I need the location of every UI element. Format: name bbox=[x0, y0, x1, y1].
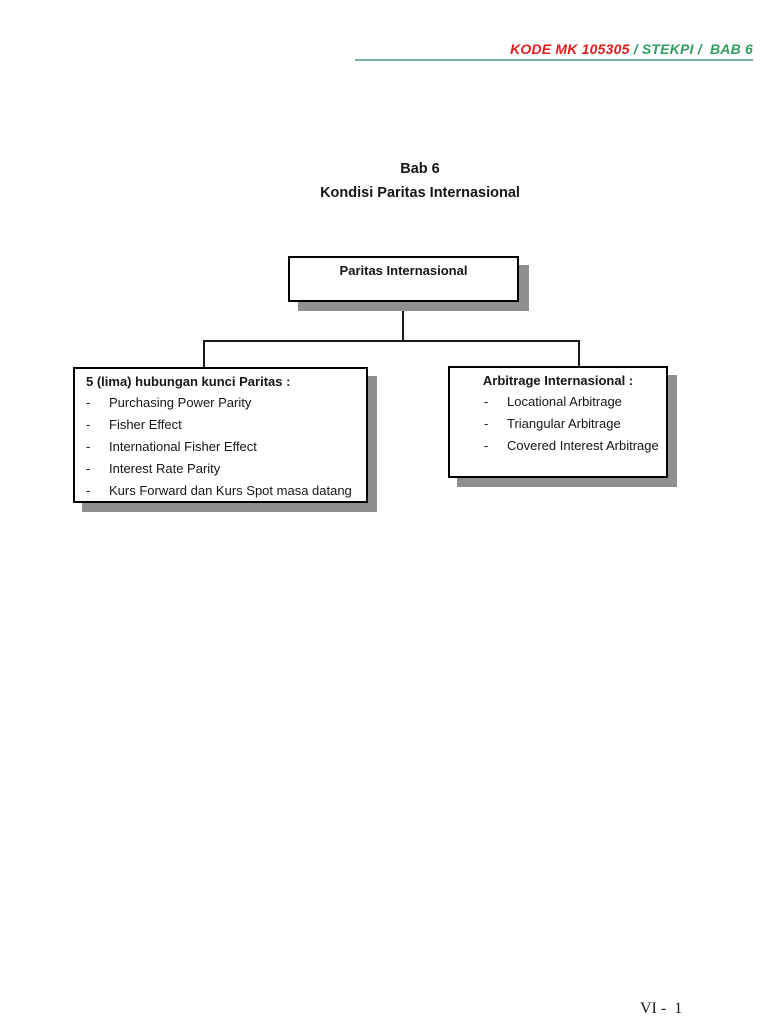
page-header: KODE MK 105305 / STEKPI / BAB 6 bbox=[510, 41, 753, 57]
connector-right-stem bbox=[578, 342, 580, 366]
header-underline bbox=[355, 59, 753, 61]
list-item: - Kurs Forward dan Kurs Spot masa datang bbox=[86, 480, 356, 502]
list-item: - Triangular Arbitrage bbox=[458, 413, 658, 435]
list-item: - International Fisher Effect bbox=[86, 436, 356, 458]
list-item: - Locational Arbitrage bbox=[458, 391, 658, 413]
right-box-title: Arbitrage Internasional : bbox=[482, 373, 634, 388]
connector-left-stem bbox=[203, 342, 205, 367]
list-item: - Fisher Effect bbox=[86, 414, 356, 436]
list-item: - Purchasing Power Parity bbox=[86, 392, 356, 414]
list-item-text: Purchasing Power Parity bbox=[109, 395, 252, 410]
root-box-label: Paritas Internasional bbox=[339, 263, 468, 278]
dash-bullet: - bbox=[86, 483, 91, 498]
chapter-title: Bab 6 Kondisi Paritas Internasional bbox=[120, 157, 720, 205]
right-box: Arbitrage Internasional : - Locational A… bbox=[448, 366, 668, 478]
chapter-number: Bab 6 bbox=[400, 161, 440, 177]
header-rest-text: / STEKPI / BAB 6 bbox=[629, 41, 753, 57]
list-item: - Covered Interest Arbitrage bbox=[458, 435, 659, 457]
left-box-title: 5 (lima) hubungan kunci Paritas : bbox=[86, 374, 291, 389]
list-item-text: Fisher Effect bbox=[109, 417, 182, 432]
dash-bullet: - bbox=[86, 417, 91, 432]
dash-bullet: - bbox=[484, 394, 489, 409]
connector-horizontal bbox=[203, 340, 580, 342]
list-item-text: Covered Interest Arbitrage bbox=[507, 438, 659, 453]
list-item-text: International Fisher Effect bbox=[109, 439, 257, 454]
dash-bullet: - bbox=[484, 416, 489, 431]
dash-bullet: - bbox=[86, 439, 91, 454]
list-item: - Interest Rate Parity bbox=[86, 458, 356, 480]
root-box: Paritas Internasional bbox=[288, 256, 519, 302]
list-item-text: Interest Rate Parity bbox=[109, 461, 221, 476]
list-item-text: Locational Arbitrage bbox=[507, 394, 622, 409]
chapter-name: Kondisi Paritas Internasional bbox=[320, 185, 520, 201]
left-box: 5 (lima) hubungan kunci Paritas : - Purc… bbox=[73, 367, 368, 503]
page-number: VI - 1 bbox=[640, 1000, 683, 1017]
dash-bullet: - bbox=[86, 395, 91, 410]
list-item-text: Kurs Forward dan Kurs Spot masa datang bbox=[109, 483, 352, 498]
dash-bullet: - bbox=[484, 438, 489, 453]
dash-bullet: - bbox=[86, 461, 91, 476]
course-code-text: KODE MK 105305 bbox=[510, 41, 630, 57]
list-item-text: Triangular Arbitrage bbox=[507, 416, 621, 431]
connector-root-stem bbox=[402, 303, 404, 341]
